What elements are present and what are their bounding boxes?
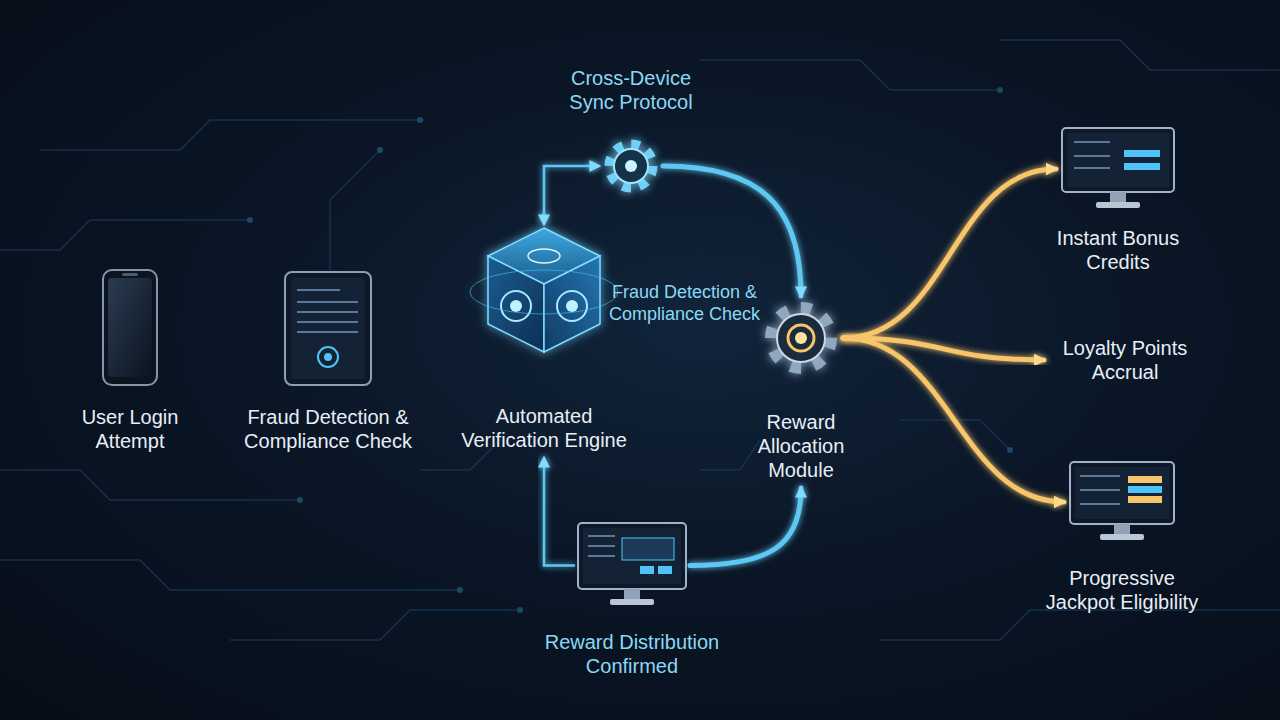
gear-node: Cross-Device Sync Protocol — [603, 138, 659, 194]
tablet-node: Fraud Detection & Compliance Check — [285, 272, 371, 385]
flow-arrow — [161, 331, 281, 334]
node-label: Reward Distribution Confirmed — [517, 630, 747, 678]
monitor-node: Progressive Jackpot Eligibility — [1070, 462, 1174, 542]
flow-arrow — [663, 166, 801, 296]
edge-label: Fraud Detection & Compliance Check — [597, 280, 773, 326]
monitor-icon — [1070, 462, 1174, 540]
node-label: Progressive Jackpot Eligibility — [1034, 566, 1210, 614]
node-label: Cross-Device Sync Protocol — [551, 66, 711, 114]
verification-cube — [470, 228, 618, 352]
flow-arrow — [610, 337, 759, 340]
sync-gear — [609, 144, 653, 188]
circuit-traces — [0, 40, 1280, 640]
engine-node: Automated Verification Engine — [482, 228, 606, 352]
monitor-icon — [578, 523, 686, 605]
node-label: Instant Bonus Credits — [1043, 226, 1193, 274]
circuit-nodes — [247, 87, 1013, 613]
node-label: Fraud Detection & Compliance Check — [228, 405, 428, 453]
gear-node: Reward Allocation Module — [763, 300, 839, 376]
node-label: Reward Allocation Module — [741, 410, 861, 482]
phone-node: User Login Attempt — [103, 270, 157, 385]
tablet-icon — [285, 272, 371, 385]
monitor-node: Instant Bonus Credits — [1062, 128, 1174, 210]
node-label: Automated Verification Engine — [444, 404, 644, 452]
flow-arrow — [843, 169, 1056, 338]
allocation-gear — [771, 308, 831, 368]
monitor-node: Reward Distribution Confirmed — [578, 523, 686, 608]
output-node: Loyalty Points Accrual — [1050, 336, 1200, 384]
flow-arrow — [375, 331, 478, 334]
phone-icon — [103, 270, 157, 385]
monitor-icon — [1062, 128, 1174, 208]
flow-arrow — [544, 166, 599, 224]
node-text: Loyalty Points Accrual — [1050, 336, 1200, 384]
flow-arrow — [690, 488, 801, 566]
flow-arrow — [544, 458, 574, 566]
flow-arrow — [843, 338, 1064, 502]
node-label: User Login Attempt — [65, 405, 195, 453]
